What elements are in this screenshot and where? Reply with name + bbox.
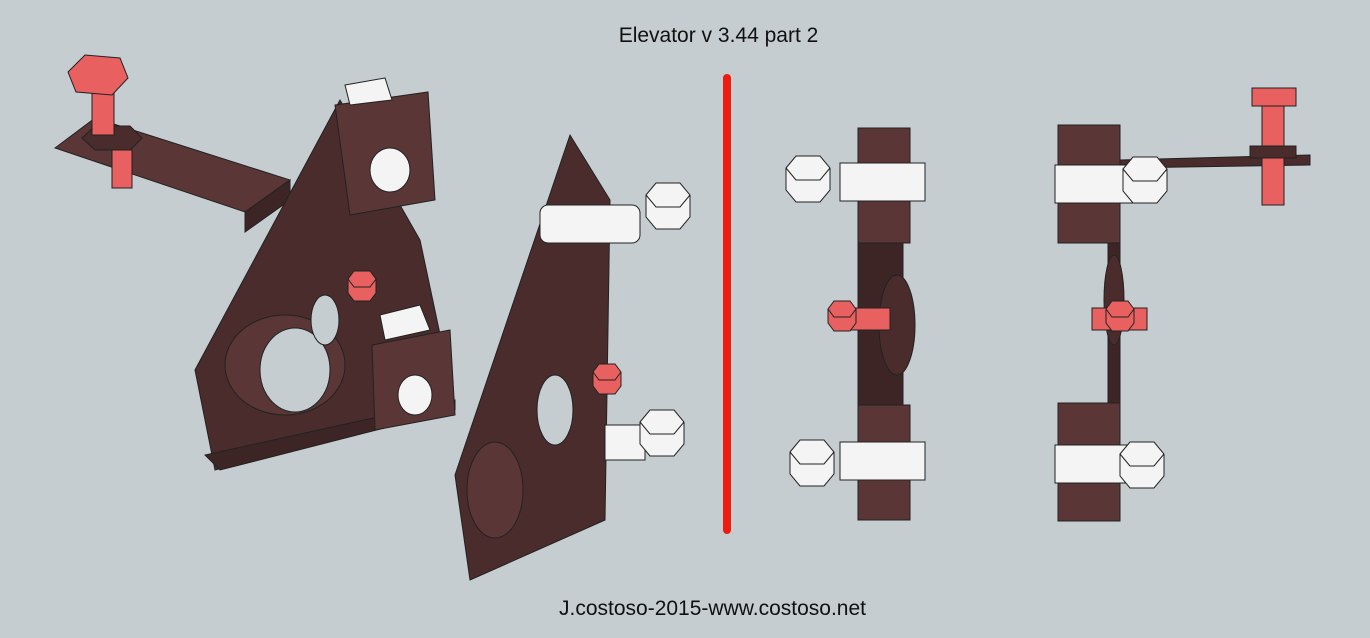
credit-footer: J.costoso-2015-www.costoso.net bbox=[559, 597, 866, 620]
assembly-view-side bbox=[1054, 87, 1311, 522]
diagram-title: Elevator v 3.44 part 2 bbox=[618, 24, 819, 47]
assembly-view-isometric-2 bbox=[454, 133, 691, 581]
assembly-view-front bbox=[785, 127, 926, 521]
assembly-view-isometric-1 bbox=[53, 54, 456, 471]
